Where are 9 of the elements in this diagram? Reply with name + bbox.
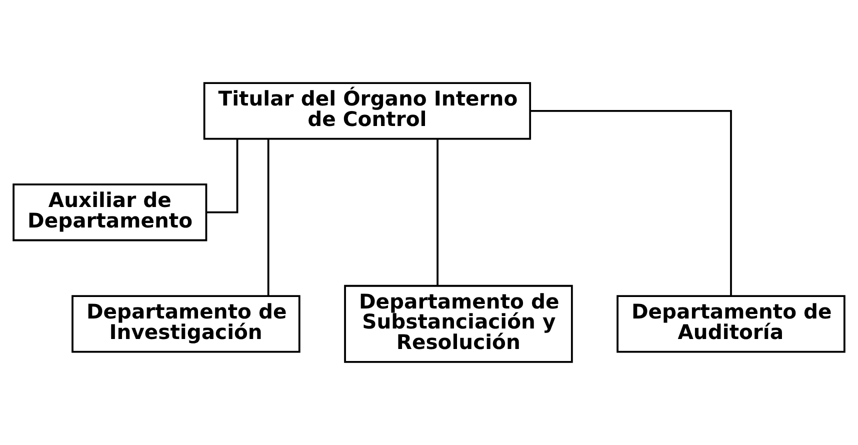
node-box: Departamento de Investigación	[72, 295, 300, 353]
connector	[436, 139, 438, 286]
connector	[206, 139, 238, 214]
node-box: Auxiliar de Departamento	[12, 184, 208, 242]
node-box: Titular del Órgano Interno de Control	[203, 82, 532, 140]
node-box: Departamento de Substanciación y Resolución	[344, 284, 573, 363]
connector	[530, 110, 732, 296]
node-box: Departamento de Auditoría	[616, 295, 846, 353]
connector	[267, 139, 270, 296]
